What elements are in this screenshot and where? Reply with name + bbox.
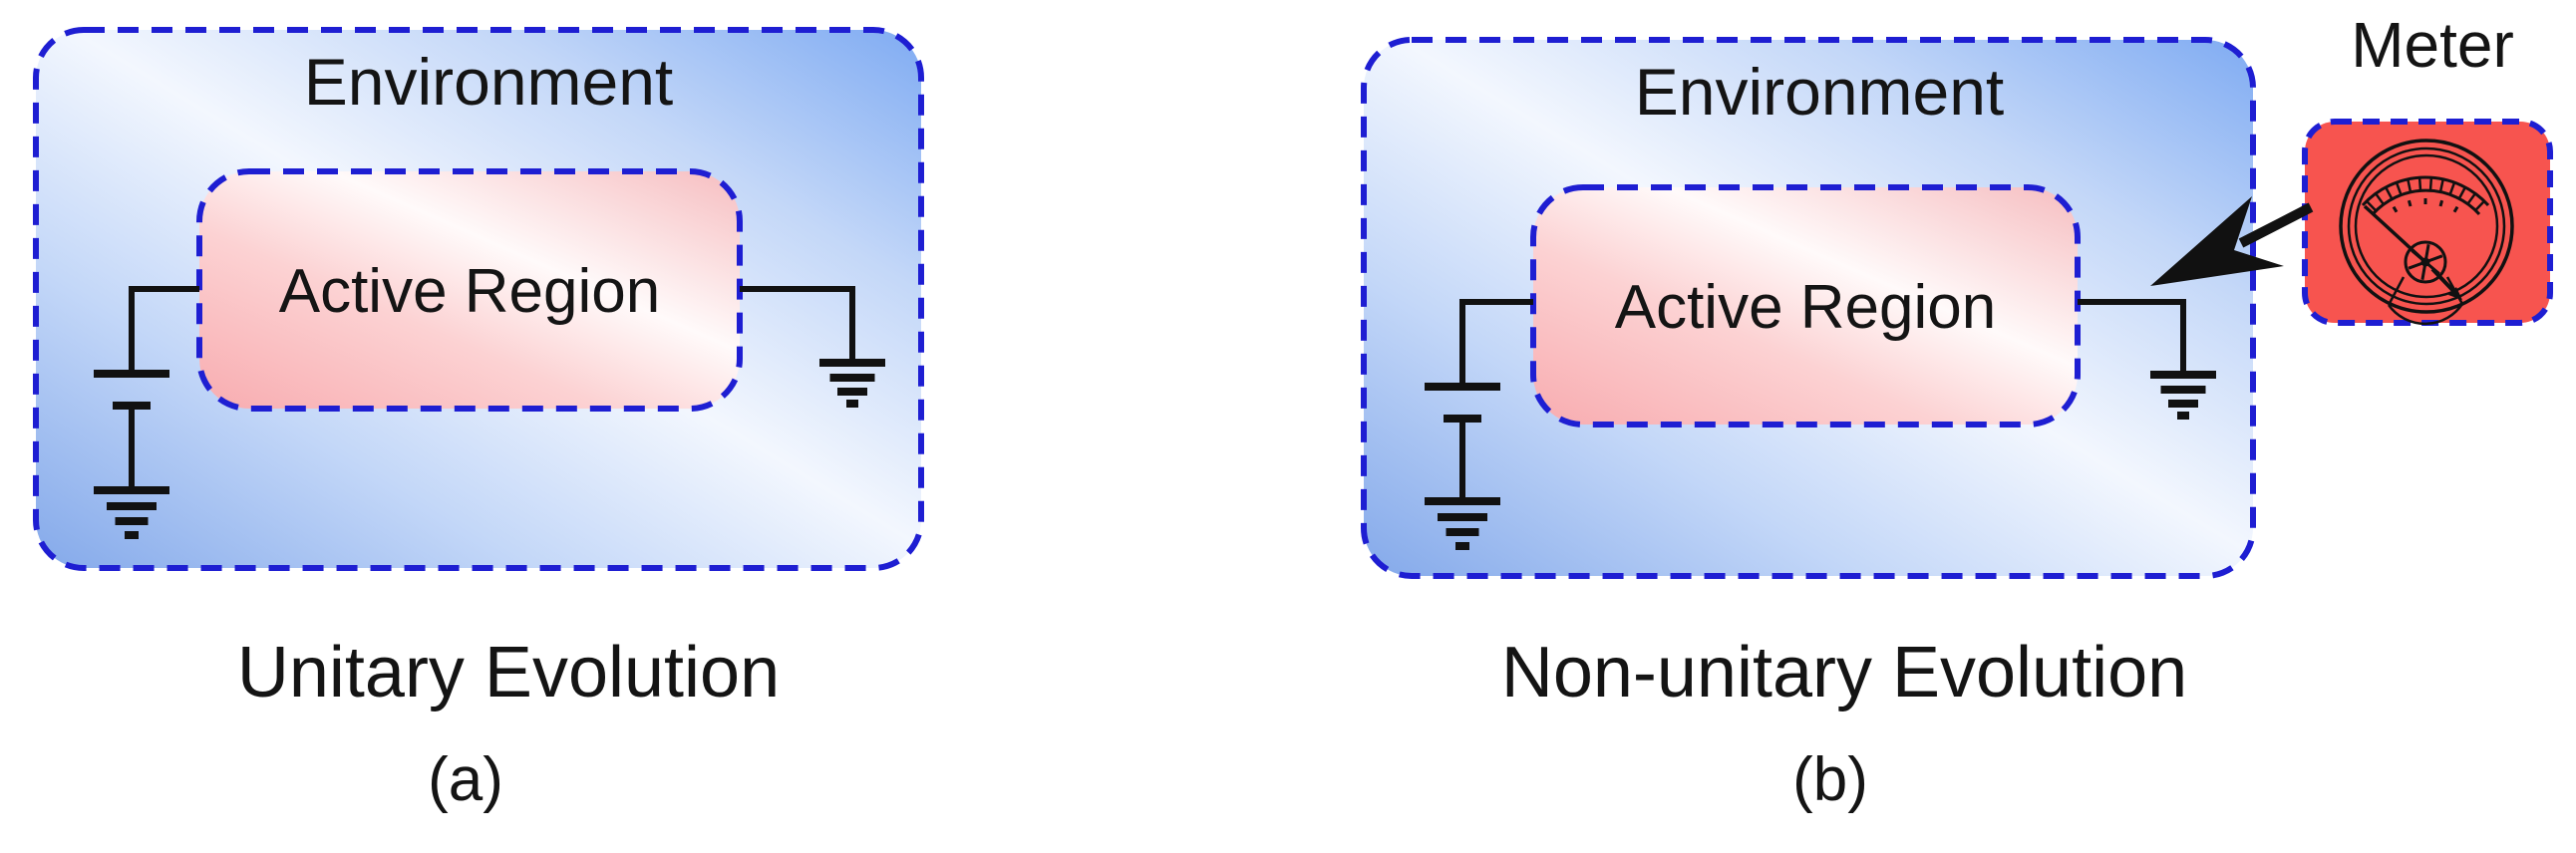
caption-unitary-evolution: Unitary Evolution [236, 633, 781, 712]
battery-icon [94, 370, 169, 410]
left-lead-wire-b [1459, 299, 1533, 386]
left-lead-wire-a [129, 286, 199, 373]
environment-label-b: Environment [1634, 55, 2005, 129]
active-region-label-b: Active Region [1614, 273, 1997, 342]
ground-icon [1425, 497, 1500, 550]
environment-label-a: Environment [303, 45, 674, 119]
panel-tag-b: (b) [1792, 745, 1868, 814]
panel-a [33, 27, 924, 571]
active-region-box-b [1530, 184, 2081, 427]
battery-icon [1425, 383, 1500, 423]
measurement-arrow-icon [2150, 196, 2314, 286]
analog-meter-icon [2339, 139, 2514, 326]
active-region-label-a: Active Region [278, 257, 661, 326]
right-lead-wire-a [740, 286, 855, 361]
panel-b [1361, 37, 2256, 579]
caption-non-unitary-evolution: Non-unitary Evolution [1500, 633, 2188, 712]
ground-icon [2150, 371, 2216, 420]
right-lead-wire-b [2078, 299, 2186, 373]
ground-icon [94, 486, 169, 539]
panel-tag-a: (a) [428, 745, 503, 814]
ground-icon [819, 359, 885, 408]
meter-label: Meter [2351, 9, 2514, 81]
